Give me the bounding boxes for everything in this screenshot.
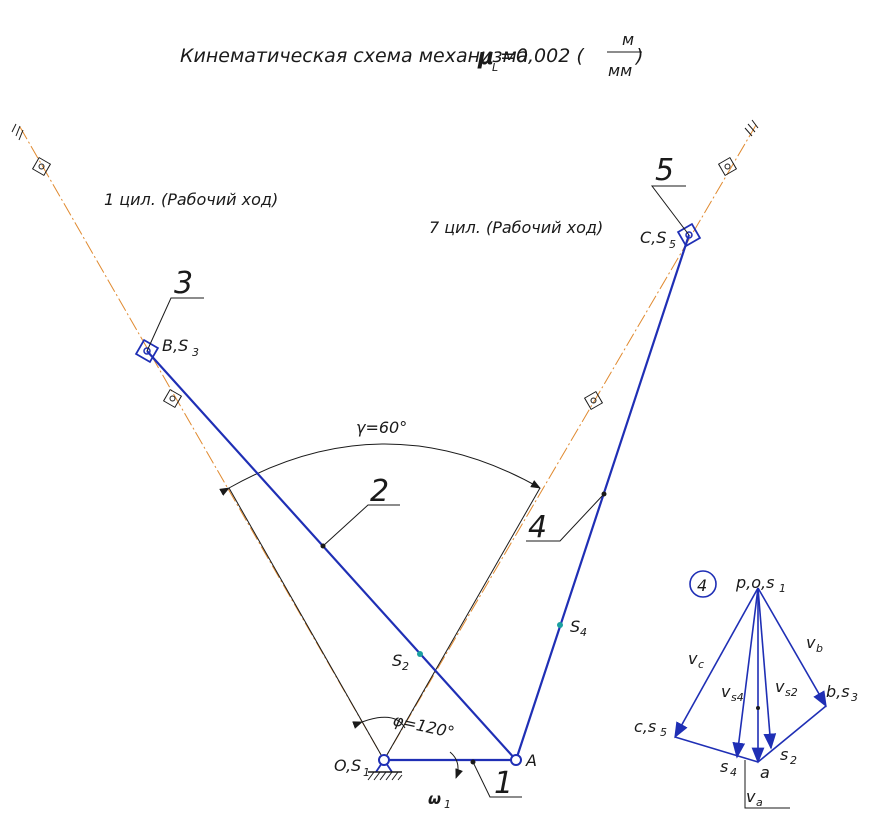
segment-ba <box>757 705 827 763</box>
label-vs4-sub: s4 <box>731 691 744 704</box>
label-C: C,S <box>640 228 666 247</box>
leader-link-3 <box>146 297 204 352</box>
phi-angle-arc <box>352 716 406 729</box>
point-S4 <box>557 622 563 628</box>
guide-block-left-mid <box>162 388 183 409</box>
right-axis-end-hatch <box>744 119 759 137</box>
phi-label: φ=120° <box>391 710 456 742</box>
joint-A <box>510 754 522 766</box>
leader-link-5 <box>650 185 690 236</box>
unit-denominator: мм <box>608 61 632 80</box>
label-B: B,S <box>162 336 188 355</box>
label-S2-sub: 2 <box>402 660 409 673</box>
label-vs2: v <box>775 677 785 696</box>
left-cylinder-axis <box>19 126 385 761</box>
label-va-sub: a <box>756 796 763 809</box>
link-number-5: 5 <box>655 153 674 188</box>
label-O-sub: 1 <box>363 766 370 779</box>
right-cylinder-axis <box>383 124 757 761</box>
plan-badge-circle <box>689 570 717 598</box>
gamma-label: γ=60° <box>356 418 407 437</box>
label-b: b,s <box>826 682 850 701</box>
slider-B <box>134 338 160 364</box>
guide-block-left-top <box>31 156 52 177</box>
label-S2: S <box>392 651 402 670</box>
label-O: O,S <box>334 756 361 775</box>
gamma-angle-arc <box>219 443 541 496</box>
omega-arrow <box>449 751 463 779</box>
link-number-2: 2 <box>370 474 389 509</box>
plan-badge-number: 4 <box>697 576 707 595</box>
label-s4: s <box>720 757 728 776</box>
label-vs2-sub: s2 <box>785 686 798 699</box>
label-vb: v <box>806 633 816 652</box>
vector-vb <box>757 587 827 708</box>
leader-link-2 <box>322 504 400 547</box>
vector-vs2 <box>757 587 777 750</box>
label-s2: s <box>780 745 788 764</box>
left-cylinder-label: 1 цил. (Рабочий ход) <box>104 190 278 209</box>
slider-C <box>676 222 702 248</box>
label-c: c,s <box>634 717 656 736</box>
omega-symbol: ω <box>428 790 441 808</box>
label-vc: v <box>688 649 698 668</box>
label-C-sub: 5 <box>669 238 676 251</box>
label-B-sub: 3 <box>192 346 199 359</box>
connecting-rod-2 <box>146 350 517 761</box>
scale-close-paren: ) <box>634 45 643 67</box>
connecting-rod-4 <box>514 234 691 761</box>
mu-symbol: μ <box>477 45 494 70</box>
label-s4-sub: 4 <box>730 766 737 779</box>
plan-midpoint-dot <box>756 706 760 710</box>
velocity-plan: 4 p,o,s 1 c,s 5 b,s 3 a s 2 s 4 v c v b … <box>634 570 858 809</box>
label-S4-sub: 4 <box>580 626 587 639</box>
leader-link-1 <box>472 761 522 798</box>
mu-subscript: L <box>492 61 498 74</box>
label-s2-sub: 2 <box>790 754 797 767</box>
label-va: v <box>746 787 756 806</box>
link-number-4: 4 <box>528 510 547 545</box>
label-pole: p,o,s <box>735 573 774 592</box>
label-vs4: v <box>721 682 731 701</box>
link-number-3: 3 <box>174 266 193 301</box>
right-cylinder-label: 7 цил. (Рабочий ход) <box>429 218 603 237</box>
vector-vs4 <box>732 587 759 759</box>
guide-block-right-top <box>717 156 738 177</box>
label-b-sub: 3 <box>851 691 858 704</box>
guide-block-right-mid <box>583 390 604 411</box>
scale-value: =0,002 ( <box>500 45 585 67</box>
label-vb-sub: b <box>816 642 823 655</box>
link-number-1: 1 <box>494 766 513 801</box>
gamma-construction-line-right <box>383 487 541 761</box>
omega-subscript: 1 <box>444 798 451 811</box>
va-leader <box>744 760 790 809</box>
leader-link-4 <box>526 493 605 542</box>
vector-vc <box>674 587 759 739</box>
label-a: a <box>760 763 770 782</box>
label-S4: S <box>570 617 580 636</box>
label-pole-sub: 1 <box>779 582 786 595</box>
gamma-construction-line-left <box>228 487 385 761</box>
label-vc-sub: c <box>698 658 704 671</box>
left-axis-end-hatch <box>11 123 24 141</box>
ground-support-O <box>367 754 403 781</box>
point-S2 <box>417 651 423 657</box>
segment-ca <box>674 736 759 763</box>
title-text: Кинематическая схема механизма <box>180 45 528 67</box>
unit-numerator: м <box>622 30 634 49</box>
label-c-sub: 5 <box>660 726 667 739</box>
label-A: A <box>525 751 537 770</box>
